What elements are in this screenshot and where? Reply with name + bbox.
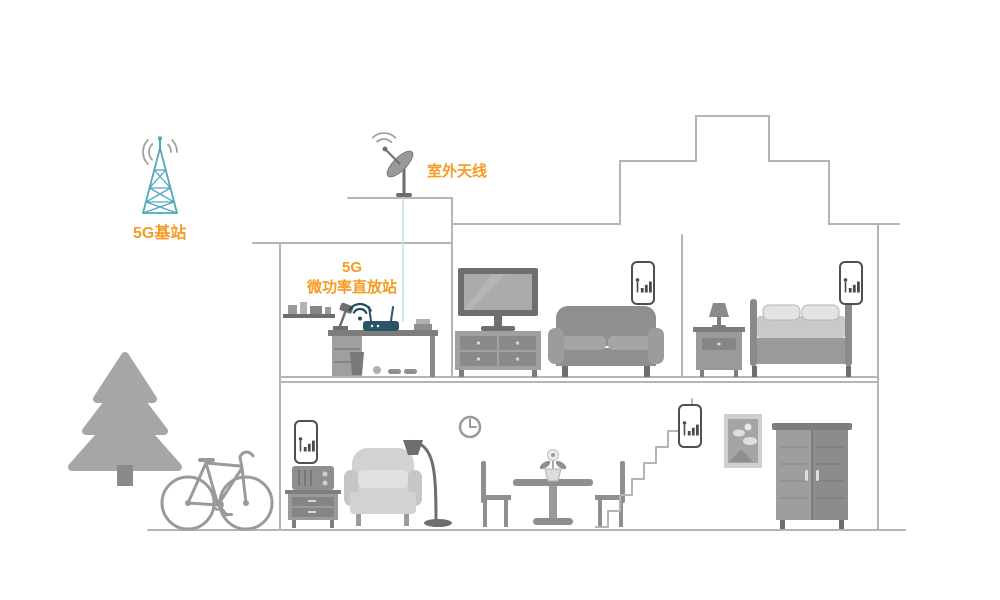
base-station-label: 5G基站: [133, 225, 187, 242]
sofa-icon: [548, 306, 664, 377]
pine-tree-icon: [68, 352, 182, 486]
cell-tower-icon: [142, 134, 178, 214]
repeater-label: 5G 微功率直放站: [294, 258, 410, 297]
repeater-label-line2: 微功率直放站: [306, 278, 397, 296]
nightstand-icon: [693, 327, 745, 377]
stairs-icon: [595, 398, 693, 528]
house-outline: [147, 115, 906, 531]
dining-chair-icon: [481, 461, 511, 527]
dish-signal-waves-icon: [367, 132, 401, 166]
wifi-signal-icon: [346, 302, 374, 330]
dining-chair-icon: [595, 461, 625, 527]
floor-slab: [279, 376, 879, 383]
desk-lamp-icon: [333, 302, 354, 330]
roof-right-parapet: [451, 115, 900, 225]
table-lamp-icon: [709, 303, 729, 328]
radio-icon: [292, 466, 334, 490]
smartphone-signal-icon: [294, 420, 318, 464]
tv-cabinet-icon: [455, 331, 541, 377]
wardrobe-icon: [772, 423, 852, 529]
smartphone-signal-icon: [631, 261, 655, 305]
satellite-dish-icon: [367, 132, 414, 197]
armchair-icon: [344, 448, 422, 526]
smartphone-signal-icon: [678, 404, 702, 448]
wifi-router-icon: [363, 306, 399, 331]
tv-icon: [458, 268, 538, 331]
dining-table-icon: [513, 479, 593, 525]
wall-clock-icon: [458, 415, 482, 439]
tower-signal-waves-icon: [142, 134, 178, 170]
picture-frame-icon: [724, 414, 762, 468]
wall-shelf-icon: [283, 302, 335, 318]
sideboard-icon: [285, 490, 341, 528]
flower-vase-icon: [539, 449, 567, 482]
trash-bin-icon: [350, 352, 364, 375]
repeater-label-line1: 5G: [341, 259, 362, 276]
bed-icon: [750, 299, 852, 377]
smartphone-signal-icon: [839, 261, 863, 305]
roof-left: [252, 197, 453, 244]
slippers-icon: [373, 366, 417, 374]
floor-lamp-icon: [403, 439, 452, 527]
bicycle-icon: [160, 450, 274, 531]
outdoor-antenna-label: 室外天线: [427, 163, 488, 180]
